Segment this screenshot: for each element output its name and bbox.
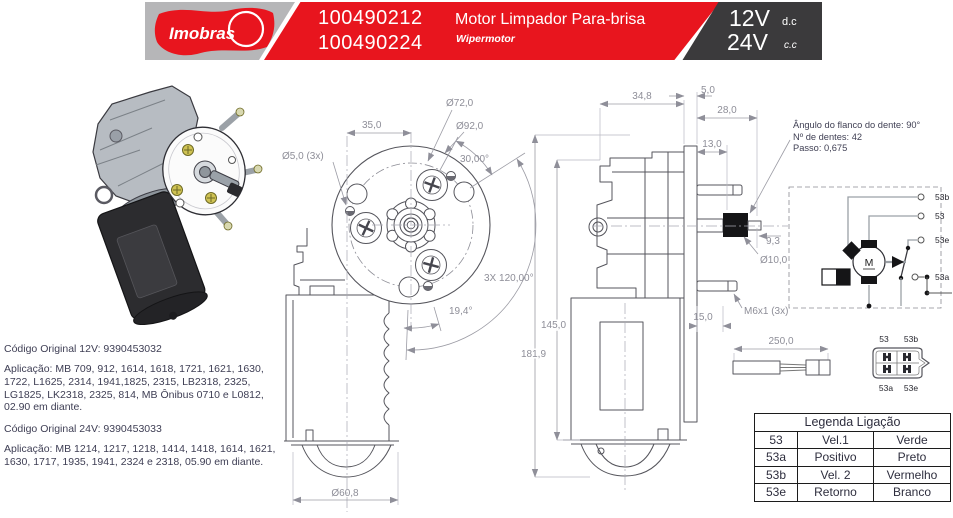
connector-face: 53 53b 53a 53e (872, 334, 931, 393)
motor-symbol-label: M (865, 257, 874, 269)
gear-note-line2: Nº de dentes: 42 (793, 131, 863, 142)
cable-drawing: 250,0 (732, 336, 831, 376)
terminal-label-53e: 53e (935, 235, 949, 245)
dim-30deg: 30,00° (460, 154, 489, 165)
motor-can-photo (97, 191, 208, 326)
dim-5-3x: Ø5,0 (3x) (282, 151, 324, 162)
legend-function: Vel.1 (797, 430, 874, 449)
connector-label-53e: 53e (904, 383, 918, 393)
connector-pins (883, 353, 911, 373)
table-row: 53 Vel.1 Verde (754, 430, 951, 449)
voltage-12v-unit: d.c (782, 16, 797, 28)
side-view (563, 145, 762, 477)
dim-608: Ø60,8 (331, 488, 359, 499)
connector-label-53a: 53a (879, 383, 893, 393)
codigo-original-24v: Código Original 24V: 9390453033 (4, 423, 162, 435)
dim-100: Ø10,0 (760, 255, 788, 266)
dim-m6: M6x1 (3x) (744, 306, 788, 317)
voltage-24v-unit: c.c (784, 40, 797, 51)
terminal-label-53b: 53b (935, 192, 949, 202)
legend-color: Vermelho (873, 465, 951, 484)
legend-terminal: 53b (754, 465, 798, 484)
dim-92: Ø92,0 (456, 121, 484, 132)
legend-color: Preto (873, 448, 951, 467)
connector-label-53: 53 (879, 334, 889, 344)
product-title: Motor Limpador Para-brisa (455, 11, 646, 28)
table-row: 53e Retorno Branco (754, 483, 951, 502)
dim-cable-length: 250,0 (768, 336, 793, 347)
dim-348: 34,8 (632, 91, 652, 102)
front-dimensions: 35,0 Ø5,0 (3x) Ø72,0 Ø92,0 30,00° 3X 120… (282, 98, 537, 505)
voltage-24v: 24V (727, 29, 768, 55)
table-row: 53a Positivo Preto (754, 448, 951, 467)
gear-note-line1: Ângulo do flanco do dente: 90° (793, 120, 921, 130)
codigo-original-12v: Código Original 12V: 9390453032 (4, 343, 162, 355)
flange-screws-photo (171, 144, 217, 204)
legend-color: Verde (873, 430, 951, 449)
dim-120deg: 3X 120,00° (484, 273, 534, 284)
dim-72: Ø72,0 (446, 98, 474, 109)
gear-specs-note: Ângulo do flanco do dente: 90° Nº de den… (793, 120, 953, 155)
product-subtitle: Wipermotor (456, 33, 515, 45)
table-row: 53b Vel. 2 Vermelho (754, 465, 951, 484)
legend-title: Legenda Ligação (754, 413, 951, 432)
legend-header-row: Legenda Ligação (754, 413, 951, 432)
terminal-label-53: 53 (935, 211, 945, 221)
dim-1819: 181,9 (521, 349, 546, 360)
dim-93: 9,3 (766, 236, 780, 247)
dim-130: 13,0 (702, 139, 722, 150)
legend-terminal: 53 (754, 430, 798, 449)
part-number-24v: 100490224 (318, 32, 423, 54)
aplicacao-24v: Aplicação: MB 1214, 1217, 1218, 1414, 14… (4, 443, 276, 468)
legend-terminal: 53e (754, 483, 798, 502)
brand-name: Imobras (169, 24, 235, 43)
dim-35: 35,0 (362, 120, 382, 131)
wiring-diagram: M 53b 53 53e 53a (788, 186, 952, 309)
legend-function: Vel. 2 (797, 465, 874, 484)
legend-function: Positivo (797, 448, 874, 467)
legend-color: Branco (873, 483, 951, 502)
imobras-logo: Imobras (154, 7, 275, 56)
gear-note-line3: Passo: 0,675 (793, 143, 848, 154)
dim-50: 5,0 (701, 85, 715, 96)
part-number-12v: 100490212 (318, 7, 423, 29)
dim-150: 15,0 (693, 312, 713, 323)
connector-label-53b: 53b (904, 334, 918, 344)
front-view-body (284, 228, 399, 478)
legend-terminal: 53a (754, 448, 798, 467)
aplicacao-12v: Aplicação: MB 709, 912, 1614, 1618, 1721… (4, 363, 264, 414)
product-photo (92, 85, 263, 326)
header-red-band (264, 2, 720, 60)
dim-1450: 145,0 (541, 320, 566, 331)
voltage-12v: 12V (729, 5, 770, 31)
terminal-label-53a: 53a (935, 272, 949, 282)
legend-table: Legenda Ligação 53 Vel.1 Verde 53a Posit… (754, 413, 951, 502)
legend-function: Retorno (797, 483, 874, 502)
side-dimensions: 34,8 5,0 28,0 13,0 9,3 Ø10,0 M6x1 (3x) 1… (520, 85, 791, 478)
dim-280: 28,0 (717, 105, 737, 116)
dim-19deg: 19,4° (449, 306, 472, 317)
